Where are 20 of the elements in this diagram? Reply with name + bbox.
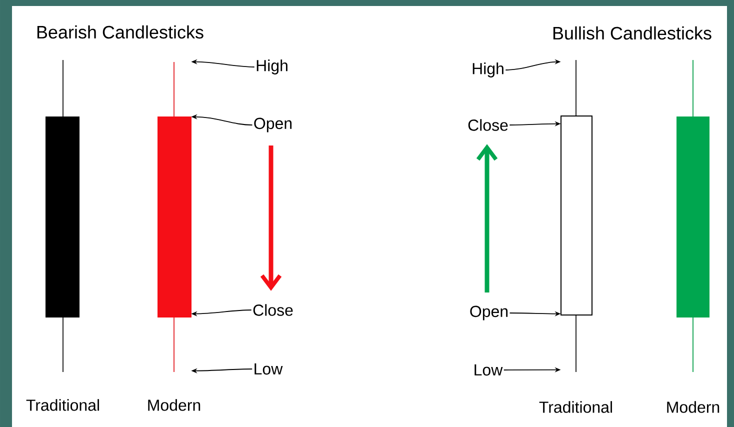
candlestick-drawing: [676, 60, 710, 372]
candlestick-drawing: [158, 62, 192, 372]
node-label: Modern: [667, 401, 720, 413]
label-text: Low: [254, 363, 283, 375]
node-label: Traditional: [26, 399, 99, 411]
label-text: Open: [254, 118, 292, 132]
heading: Bullish Candlesticks: [553, 26, 712, 40]
label-text: High: [256, 60, 288, 74]
direction-arrow: [260, 145, 282, 291]
label-text: Close: [468, 119, 508, 131]
label-text: High: [472, 62, 504, 78]
candlestick-drawing: [46, 60, 80, 372]
heading: Bearish Candlesticks: [37, 25, 204, 39]
label-text: Low: [474, 364, 503, 376]
label-text: Open: [470, 306, 508, 320]
node-label: Modern: [148, 399, 200, 411]
candlestick-drawing: [560, 60, 592, 372]
direction-arrow: [476, 144, 498, 293]
label-text: Close: [253, 304, 293, 316]
node-label: Traditional: [539, 401, 612, 413]
